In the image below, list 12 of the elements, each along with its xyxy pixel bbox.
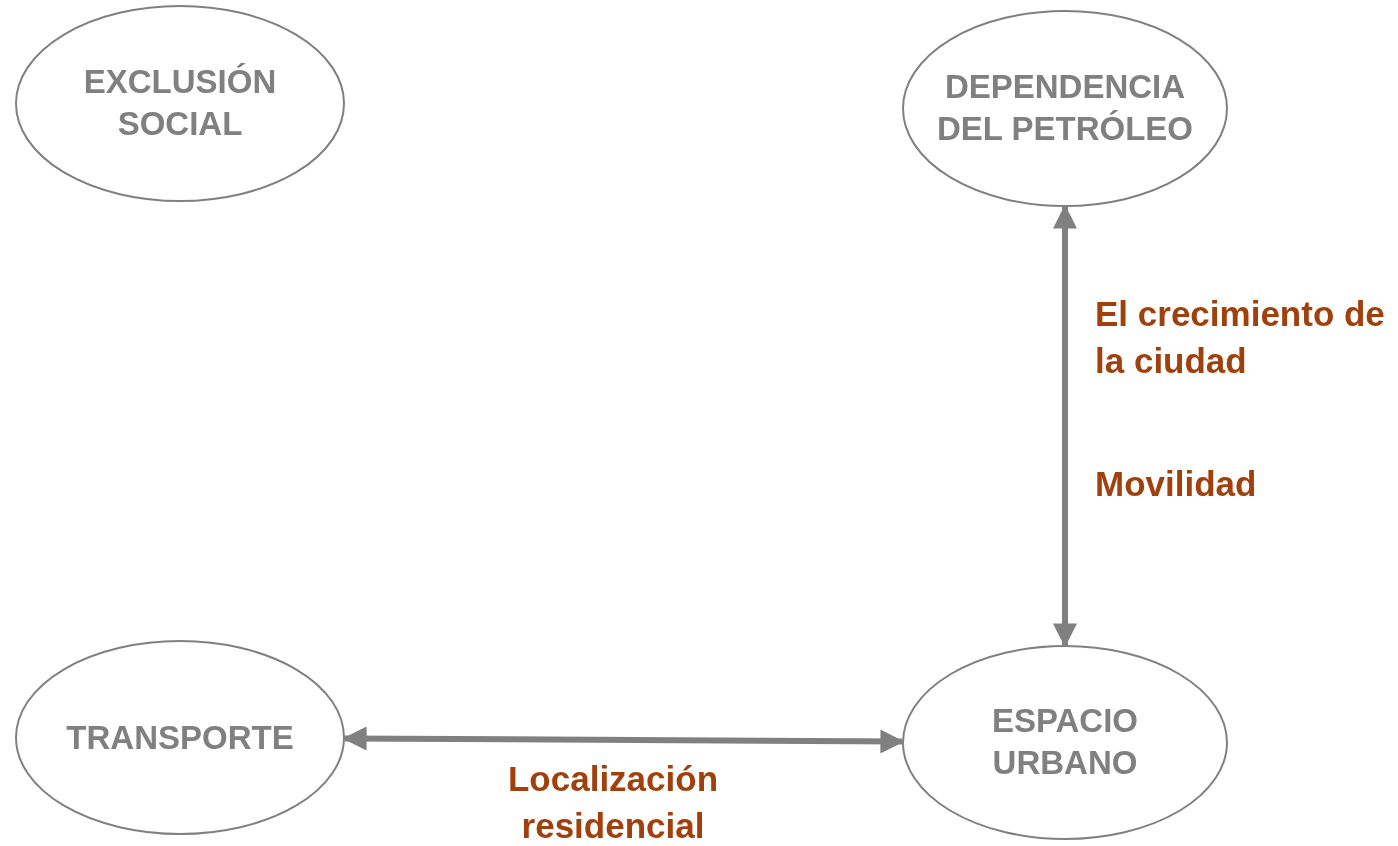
- ellipse-node: [902, 10, 1228, 207]
- node-label: DEPENDENCIA DEL PETRÓLEO: [935, 66, 1195, 150]
- double-arrow: [1053, 204, 1077, 648]
- ellipse-node: [15, 640, 345, 835]
- ellipse-node: [15, 5, 345, 202]
- node-label: ESPACIO URBANO: [990, 700, 1140, 784]
- edge-label: El crecimiento de la ciudad: [1095, 293, 1386, 383]
- node-label: EXCLUSIÓN SOCIAL: [82, 61, 278, 145]
- node-label: TRANSPORTE: [65, 717, 295, 758]
- annotation-label: Movilidad: [1095, 463, 1257, 505]
- edge-label: Localización residencial: [506, 758, 720, 846]
- ellipse-node: [902, 645, 1228, 840]
